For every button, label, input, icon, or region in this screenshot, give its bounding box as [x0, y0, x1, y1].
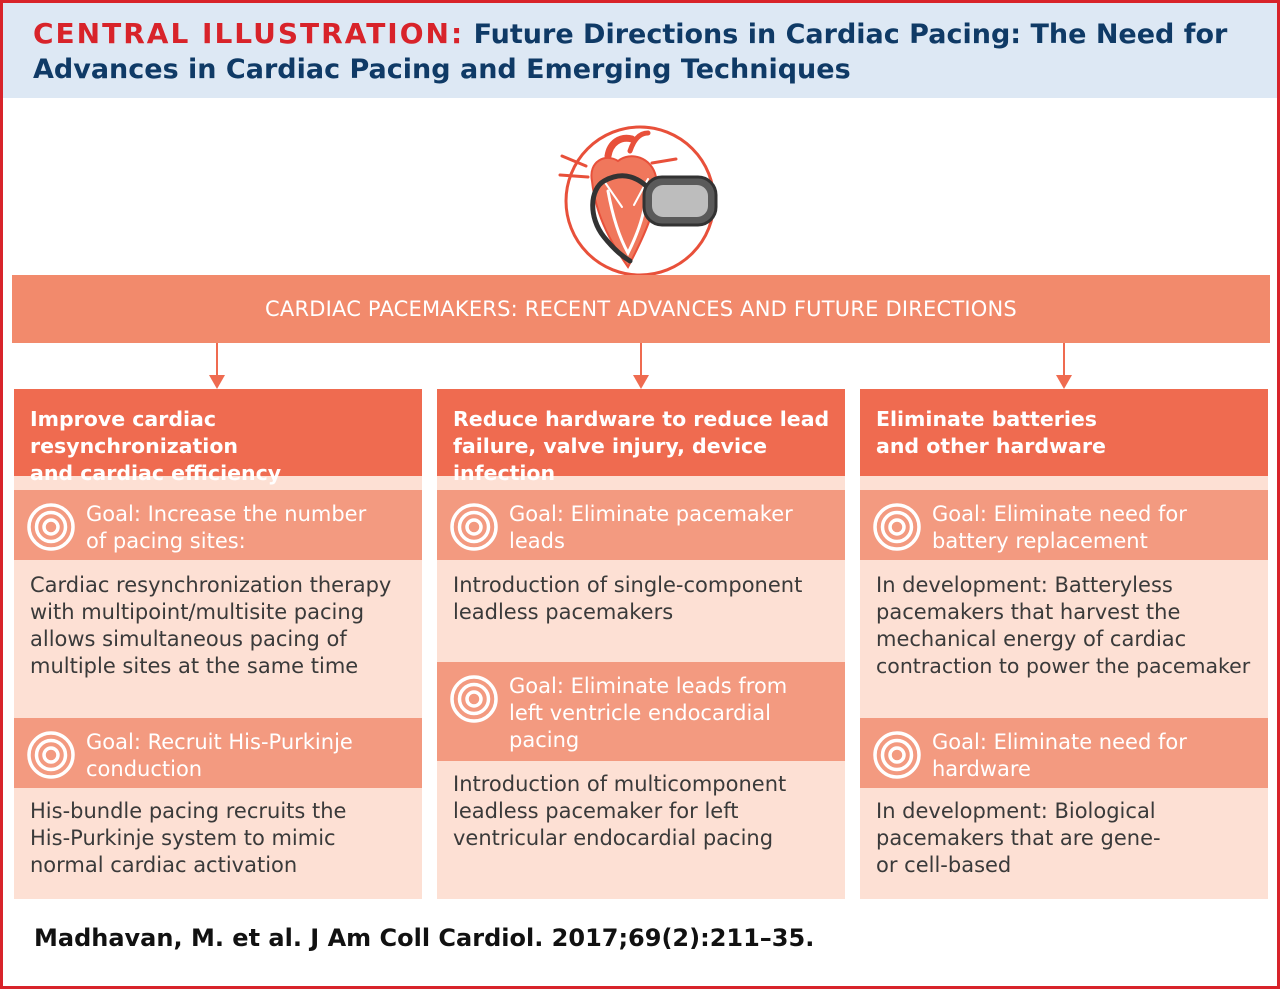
description-line: contraction to power the pacemaker [876, 654, 1251, 678]
arrow-down-icon [209, 343, 225, 389]
description-line: leadless pacemakers [453, 600, 674, 624]
goal-box: Goal: Recruit His-Purkinje conduction [14, 718, 422, 788]
heading-line: and other hardware [876, 434, 1106, 458]
target-icon [873, 503, 921, 551]
goal-box: Goal: Eliminate leads from left ventricl… [437, 662, 845, 761]
description-line: Introduction of single-component [453, 573, 803, 597]
column-heading: Eliminate batteries and other hardware [860, 389, 1268, 476]
description-line: pacemakers that are gene- [876, 826, 1161, 850]
heading-line: and cardiac efficiency [30, 461, 282, 485]
title-line-1: Future Directions in Cardiac Pacing: The… [473, 19, 1228, 50]
goal-text-line: Goal: Eliminate leads from [509, 674, 788, 698]
goal-text-line: hardware [932, 757, 1031, 781]
goal-text-line: Goal: Eliminate need for [932, 730, 1187, 754]
arrow-down-icon [633, 343, 649, 389]
goal-text-line: of pacing sites: [86, 529, 246, 553]
arrow-down-icon [1056, 343, 1072, 389]
citation: Madhavan, M. et al. J Am Coll Cardiol. 2… [34, 924, 815, 952]
goal-text-line: leads [509, 529, 565, 553]
column-resynchronization: Improve cardiac resynchronization and ca… [14, 389, 422, 899]
goal-text-line: Goal: Recruit His-Purkinje [86, 730, 353, 754]
target-icon [450, 503, 498, 551]
goal-text-line: conduction [86, 757, 203, 781]
column-eliminate-batteries: Eliminate batteries and other hardware G… [860, 389, 1268, 899]
description-line: His-Purkinje system to mimic [30, 826, 336, 850]
description-line: normal cardiac activation [30, 853, 298, 877]
target-icon [450, 675, 498, 723]
heading-line: Eliminate batteries [876, 407, 1097, 431]
heading-line: Improve cardiac resynchronization [30, 407, 239, 458]
heading-line: failure, valve injury, device infection [453, 434, 768, 485]
goal-text-line: Goal: Eliminate pacemaker [509, 502, 793, 526]
goal-text-line: Goal: Increase the number [86, 502, 367, 526]
goal-description: In development: Batteryless pacemakers t… [876, 572, 1276, 680]
goal-description: Introduction of single-component leadles… [453, 572, 838, 626]
title-line-2: Advances in Cardiac Pacing and Emerging … [33, 54, 851, 85]
target-icon [27, 731, 75, 779]
description-line: In development: Biological [876, 799, 1156, 823]
goal-box: Goal: Eliminate pacemaker leads [437, 490, 845, 560]
description-line: leadless pacemaker for left [453, 799, 739, 823]
heart-pacemaker-icon [558, 125, 718, 277]
goal-description: Introduction of multicomponent leadless … [453, 771, 838, 852]
description-line: pacemakers that harvest the [876, 600, 1181, 624]
goal-text-line: left ventricle endocardial [509, 701, 771, 725]
description-line: Cardiac resynchronization therapy [30, 573, 392, 597]
goal-text-line: battery replacement [932, 529, 1148, 553]
description-line: In development: Batteryless [876, 573, 1173, 597]
description-line: Introduction of multicomponent [453, 772, 787, 796]
column-heading: Reduce hardware to reduce lead failure, … [437, 389, 845, 485]
column-reduce-hardware: Reduce hardware to reduce lead failure, … [437, 389, 845, 899]
column-heading: Improve cardiac resynchronization and ca… [14, 389, 422, 485]
description-line: with multipoint/multisite pacing [30, 600, 365, 624]
target-icon [873, 731, 921, 779]
central-illustration-label: CENTRAL ILLUSTRATION: [33, 17, 465, 50]
goal-box: Goal: Increase the number of pacing site… [14, 490, 422, 560]
description-line: His-bundle pacing recruits the [30, 799, 347, 823]
heading-line: Reduce hardware to reduce lead [453, 407, 830, 431]
description-line: mechanical energy of cardiac [876, 627, 1187, 651]
goal-description: Cardiac resynchronization therapy with m… [30, 572, 415, 680]
target-icon [27, 503, 75, 551]
description-line: or cell-based [876, 853, 1012, 877]
description-line: multiple sites at the same time [30, 654, 359, 678]
description-line: allows simultaneous pacing of [30, 627, 347, 651]
goal-description: In development: Biological pacemakers th… [876, 798, 1261, 879]
goal-text-line: Goal: Eliminate need for [932, 502, 1187, 526]
header: CENTRAL ILLUSTRATION: Future Directions … [3, 3, 1277, 98]
goal-box: Goal: Eliminate need for battery replace… [860, 490, 1268, 560]
header-line-1: CENTRAL ILLUSTRATION: Future Directions … [33, 17, 1227, 50]
goal-box: Goal: Eliminate need for hardware [860, 718, 1268, 788]
description-line: ventricular endocardial pacing [453, 826, 774, 850]
main-banner: CARDIAC PACEMAKERS: RECENT ADVANCES AND … [12, 275, 1270, 343]
goal-description: His-bundle pacing recruits the His-Purki… [30, 798, 415, 879]
goal-text-line: pacing [509, 728, 580, 752]
